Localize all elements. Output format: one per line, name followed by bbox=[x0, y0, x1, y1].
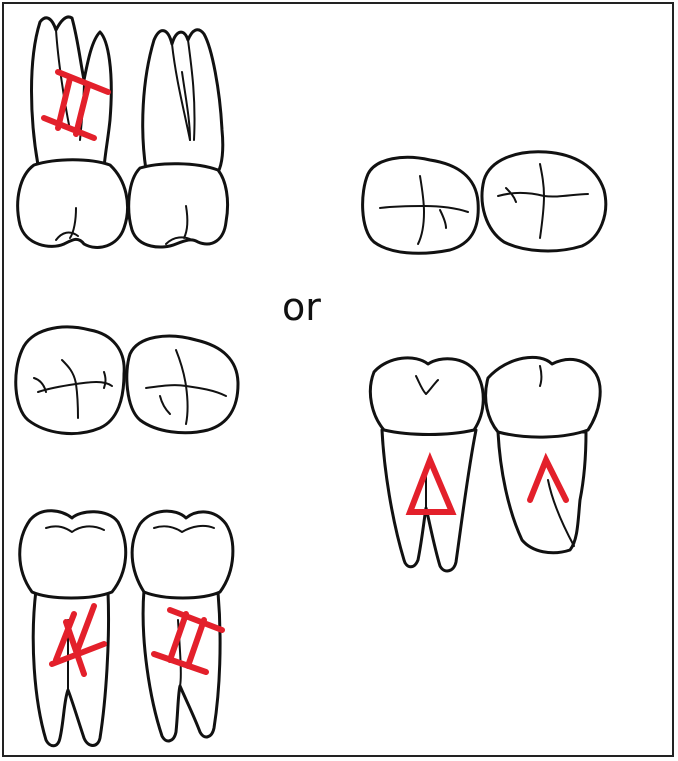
mandibular-molar-1 bbox=[20, 511, 126, 746]
occlusal-molar-right-1 bbox=[363, 157, 479, 253]
mandibular-molar-right-2 bbox=[486, 357, 601, 552]
occlusal-molar-left-1 bbox=[16, 327, 124, 434]
or-separator-text: or bbox=[282, 288, 321, 326]
occlusal-molar-left-2 bbox=[127, 336, 238, 433]
occlusal-molar-right-2 bbox=[482, 152, 606, 251]
maxillary-molar-2 bbox=[129, 30, 228, 247]
